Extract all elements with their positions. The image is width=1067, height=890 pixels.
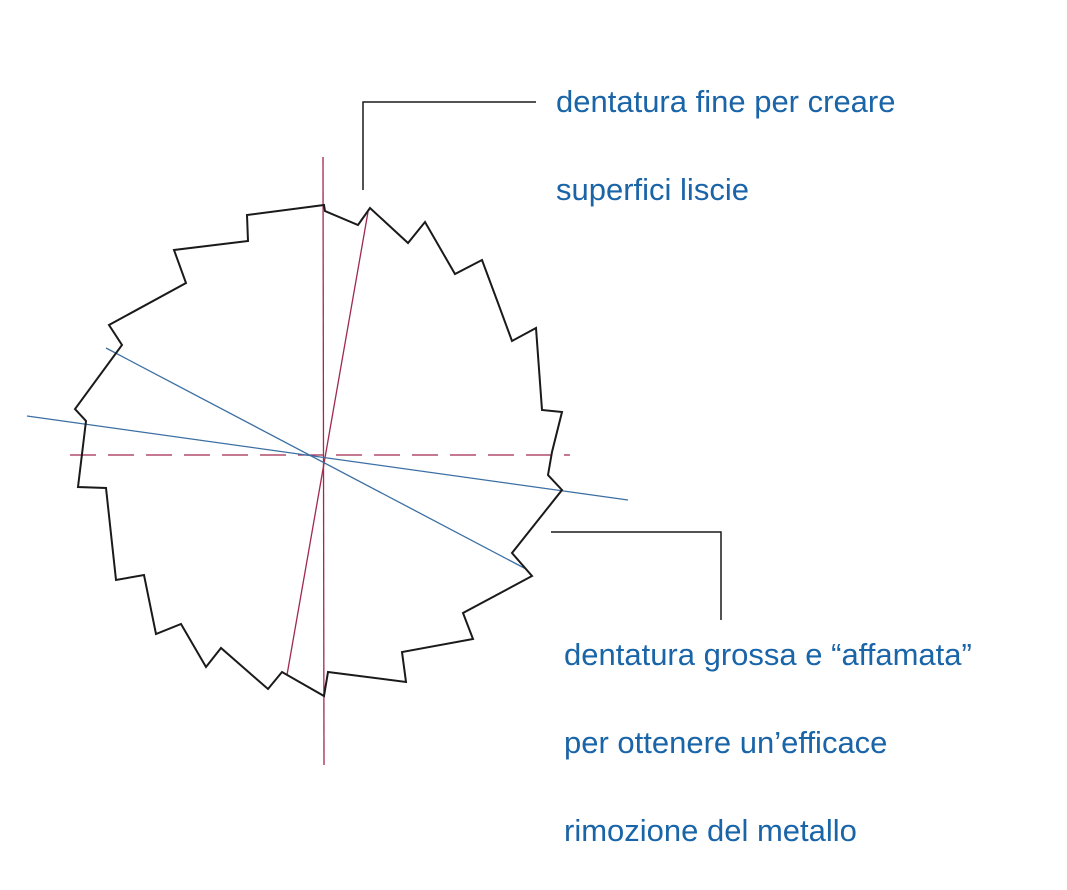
coarse-teeth-label-line-3: rimozione del metallo	[564, 813, 857, 848]
coarse-teeth-label-line-2: per ottenere un’efficace	[564, 725, 888, 760]
vertical-axis	[322, 156, 325, 766]
blue-line-steep	[105, 347, 527, 570]
leader-line-coarse	[551, 531, 722, 620]
coarse-teeth-label-line-1: dentatura grossa e “affamata”	[564, 637, 972, 672]
fine-teeth-label-line-2: superfici liscie	[556, 172, 749, 207]
saw-blade-outline	[73, 203, 564, 698]
leader-line-fine	[362, 101, 536, 190]
tilted-crimson-line	[286, 211, 369, 676]
fine-teeth-label-line-1: dentatura fine per creare	[556, 84, 896, 119]
blue-line-shallow	[26, 415, 629, 501]
